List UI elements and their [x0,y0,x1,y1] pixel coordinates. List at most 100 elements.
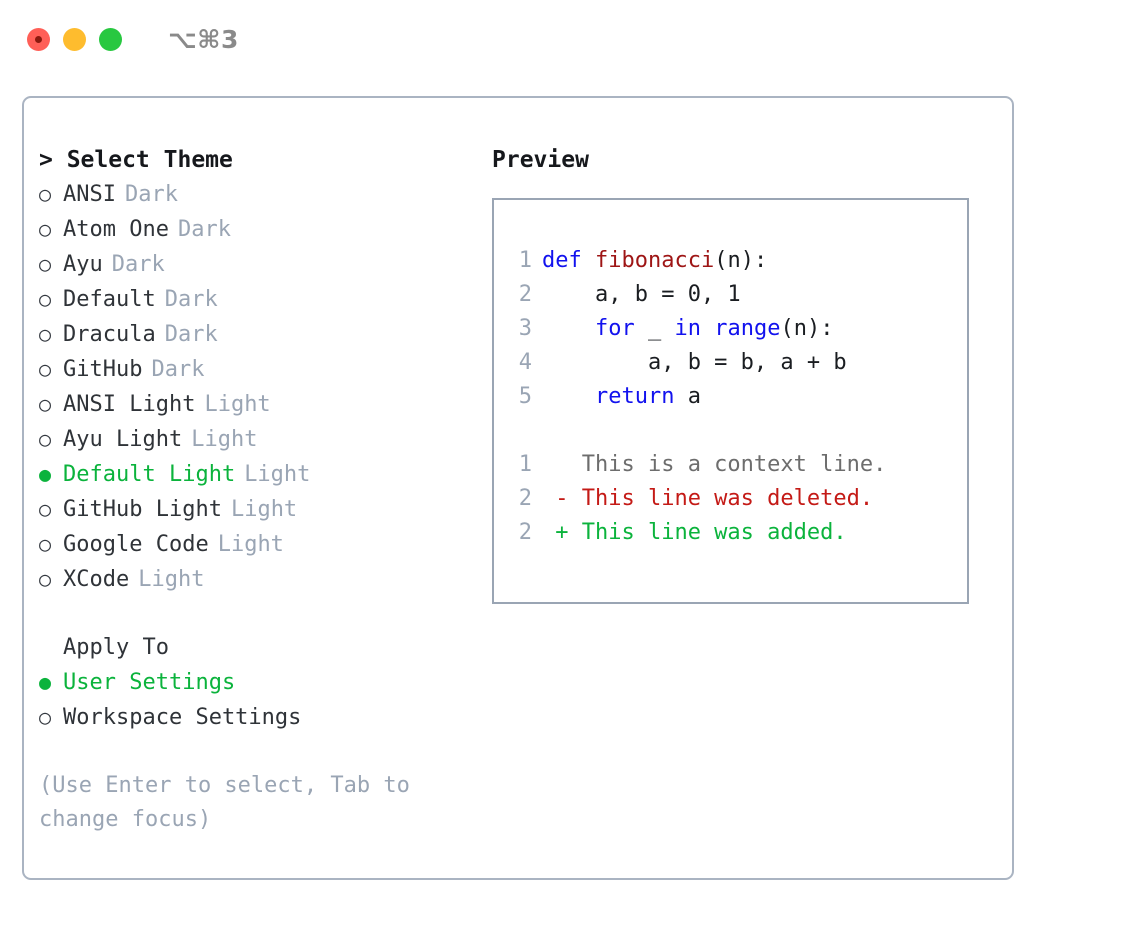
radio-unselected-icon: ○ [39,497,52,521]
code-line-content: return a [542,380,701,414]
diff-line-number: 2 [518,520,532,545]
code-token: a, b = b, a + b [542,350,847,375]
traffic-light-group [27,27,122,51]
diff-line-number: 2 [518,486,532,511]
code-token: for [594,316,635,341]
code-line: 5 return a [508,380,967,414]
theme-name-label: ANSI Light [63,392,196,417]
maximize-window-button[interactable] [99,27,122,51]
theme-variant-tag: Light [191,427,258,452]
code-token: a, b = 0, 1 [542,282,741,307]
radio-unselected-icon: ○ [39,532,52,556]
code-line-content: def fibonacci(n): [542,244,767,278]
theme-name-label: XCode [63,567,130,592]
theme-name-label: Default Light [63,462,236,487]
theme-name-label: Atom One [63,217,169,242]
theme-name-label: Google Code [63,532,209,557]
radio-unselected-icon: ○ [39,217,52,241]
radio-unselected-icon: ○ [39,252,52,276]
theme-list-item[interactable]: ○ Ayu Light Light [39,422,492,457]
apply-to-option-label: User Settings [63,670,236,695]
window-title-shortcut: ⌥⌘3 [168,24,239,54]
theme-list-item[interactable]: ○ Ayu Dark [39,247,492,282]
theme-variant-tag: Light [138,567,205,592]
keyboard-hint-text: (Use Enter to select, Tab to change focu… [39,773,410,832]
select-theme-heading: > Select Theme [39,147,233,173]
radio-unselected-icon: ○ [39,357,52,381]
diff-line-number: 1 [518,452,532,477]
code-token: _ [634,316,675,341]
code-token: return [594,384,675,409]
theme-name-label: Dracula [63,322,156,347]
radio-unselected-icon: ○ [39,427,52,451]
radio-unselected-icon: ○ [39,287,52,311]
theme-variant-tag: Light [204,392,271,417]
diff-sample-block: 1 This is a context line. 2 - This line w… [508,448,967,550]
code-token [542,384,595,409]
theme-variant-tag: Dark [164,322,218,347]
diff-line-content: This is a context line. [542,452,887,477]
theme-variant-tag: Dark [177,217,231,242]
theme-name-label: GitHub [63,357,143,382]
code-line: 1 def fibonacci(n): [508,244,967,278]
code-token: (n): [780,316,834,341]
code-token [542,316,595,341]
section-spacer [39,597,492,631]
code-line-number: 2 [518,282,532,307]
theme-name-label: Ayu Light [63,427,183,452]
diff-line: 2 - This line was deleted. [508,482,967,516]
radio-unselected-icon: ○ [39,322,52,346]
theme-variant-tag: Dark [111,252,165,277]
code-token: def [542,248,595,273]
code-line-content: for _ in range(n): [542,312,833,346]
code-token [701,316,714,341]
theme-name-label: Default [63,287,156,312]
apply-to-options: ●User Settings○Workspace Settings [39,665,492,735]
theme-name-label: Ayu [63,252,103,277]
code-token: a [674,384,701,409]
window-titlebar: ⌥⌘3 [0,0,1140,78]
code-line-number: 5 [518,384,532,409]
minimize-window-button[interactable] [63,27,86,51]
theme-variant-tag: Dark [151,357,205,382]
code-line-number: 1 [518,248,532,273]
code-line: 3 for _ in range(n): [508,312,967,346]
radio-unselected-icon: ○ [39,182,52,206]
code-line-number: 4 [518,350,532,375]
code-token: range [714,316,781,341]
code-token: fibonacci [594,248,715,273]
code-line-content: a, b = b, a + b [542,346,847,380]
code-line-number: 3 [518,316,532,341]
theme-list-item[interactable]: ○ Dracula Dark [39,317,492,352]
radio-unselected-icon: ○ [39,705,52,729]
preview-heading: Preview [492,147,589,173]
radio-selected-icon: ● [39,462,52,486]
theme-list-item[interactable]: ○ Atom One Dark [39,212,492,247]
theme-list-item[interactable]: ○ GitHub Dark [39,352,492,387]
code-token: in [674,316,701,341]
diff-line-content: + This line was added. [542,520,847,545]
theme-name-label: GitHub Light [63,497,222,522]
code-token: (n): [714,248,768,273]
apply-to-option[interactable]: ○Workspace Settings [39,700,492,735]
preview-spacer [508,414,967,448]
diff-line: 2 + This line was added. [508,516,967,550]
apply-to-option[interactable]: ●User Settings [39,665,492,700]
apply-to-heading: Apply To [63,635,169,660]
diff-line-content: - This line was deleted. [542,486,874,511]
close-window-button[interactable] [27,27,50,51]
